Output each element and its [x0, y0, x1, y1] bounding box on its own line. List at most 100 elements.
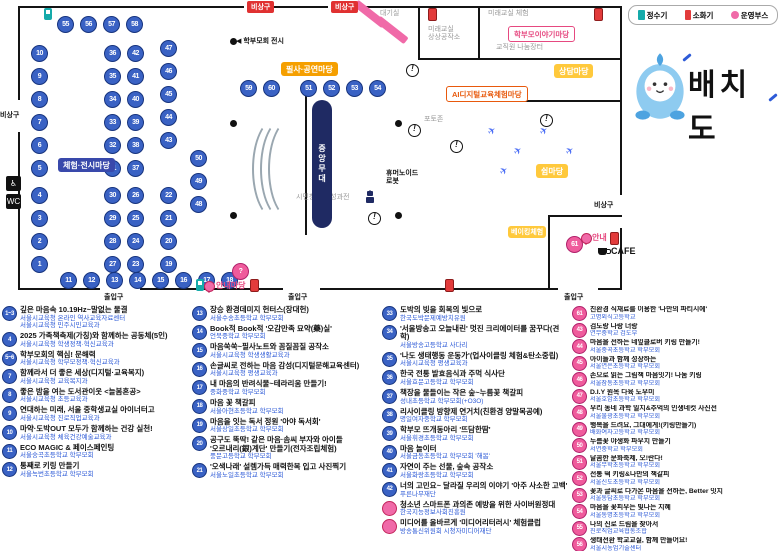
paper-plane-icon [512, 145, 525, 159]
booth-organization: 배화여자고등학교 학부모회 [590, 429, 661, 437]
booth-text: 2025 가족책축제(가칭)와 함께하는 공동체(5인) 서울시교육청 학생정책… [20, 331, 168, 348]
list-item: 37 책장을 물들이는 작은 숲~누름꽃 책갈피 성내초등학교 학부모회(+O3… [382, 388, 568, 405]
area-badge: AI디지털교육체험마당 [446, 86, 528, 102]
notice-marker-icon [408, 124, 421, 137]
booth-marker: 39 [127, 114, 144, 131]
booth-text: 함께라서 더 좋은 세상(디지털·교육복지) 서울시교육청 교육복지과 [20, 369, 144, 385]
legend-icon [684, 10, 691, 20]
booth-number-balloon: 5~6 [2, 350, 17, 366]
area-badge: 상담마당 [554, 64, 594, 78]
booth-title: 통째로 키링 만들기 [20, 461, 80, 471]
booth-marker: 24 [127, 233, 144, 250]
booth-marker: 45 [160, 86, 177, 103]
booth-marker: 20 [160, 233, 177, 250]
area-badge: 학부모이야기마당 [508, 26, 576, 42]
booth-title: 마음쑥쑥~필사노트와 꼼질꼼질 공작소 [210, 342, 329, 352]
booth-organization: 서울효문고등학교 학부모회 [400, 379, 474, 387]
booth-text: 학부모회의 핵심! 문해력 서울시교육청 학부모정책·혁신교육과 [20, 349, 120, 367]
page-title: 배치도 [688, 69, 752, 146]
booth-text: '서울방송고 오늘내린' 멋진 크리에이터를 꿈꾸다(견학) 서울방송고등학교 … [400, 324, 568, 350]
exit-label: 출입구 [288, 294, 308, 301]
wall [274, 6, 328, 8]
booth-marker: 44 [160, 109, 177, 126]
booth-marker: 13 [106, 272, 123, 289]
exit-label: 비상구 [594, 202, 614, 209]
list-item: 18 마음 꽃 책갈피 서울아현초등학교 학부모회 [192, 398, 378, 415]
booth-organization: 서울노일초등학교 학부모회 [210, 472, 284, 479]
booth-number-balloon: 55 [572, 520, 587, 536]
area-badge: 안내마당 [216, 281, 246, 290]
booth-organization: 서울시교육청 교육복지과 [20, 377, 88, 385]
booth-title: 마음을 잇는 독서 정원 '아야 독서회' [210, 416, 321, 426]
wall [548, 215, 622, 217]
booth-number-balloon: 40 [382, 444, 397, 460]
booth-organization: 서울시교육청 학생생활교육과 [210, 351, 290, 359]
booth-title: 청소년 스마트폰 과의존 예방을 위한 사이버원정대 [400, 499, 556, 509]
booth-number-balloon: 9 [2, 406, 17, 422]
booth-text: 도박의 빚을 회복의 빛으로 한국도박문제예방치유원 [400, 305, 482, 322]
booth-text: 마음을 잇는 독서 정원 '아야 독서회' 서울상일초등학교 학부모회 [210, 416, 321, 434]
booth-title: 자연이 주는 선물, 숲속 공작소 [400, 462, 494, 472]
booth-number-balloon: 33 [382, 306, 397, 321]
booth-organization: 명일여자중학교 학부모회 [400, 416, 468, 424]
booth-marker: 41 [127, 68, 144, 85]
booth-number-balloon: 53 [572, 487, 587, 503]
booth-marker: 52 [323, 80, 340, 97]
booth-text: 전통 떡 키링&나만의 책갈피 서울신도초등학교 학부모회 [590, 471, 669, 486]
list-item: 5~6 학부모회의 핵심! 문해력 서울시교육청 학부모정책·혁신교육과 [2, 349, 188, 367]
booth-marker: 35 [104, 68, 121, 85]
booth-marker: 2 [31, 233, 48, 250]
booth-number-balloon: 16 [192, 361, 207, 377]
booth-number-balloon: 37 [382, 389, 397, 404]
booth-organization: 풍문고등학교 학부모회 [210, 453, 272, 461]
booth-text: 마음쑥쑥~필사노트와 꼼질꼼질 공작소 서울시교육청 학생생활교육과 [210, 343, 329, 359]
legend-icon [730, 11, 739, 19]
booth-marker: 42 [127, 45, 144, 62]
room-label: 휴머노이드 로봇 [386, 170, 419, 186]
booth-title: '오색나래' 설렘가득 매력한복 입고 사진찍기 [210, 462, 347, 472]
legend-icon [637, 10, 645, 20]
booth-title: 공구도 뚝딱! 같은 마음·솜씨 부자와 아이들 '오르내리(銀)계단' 만들기… [210, 435, 343, 453]
mascot-character [630, 46, 690, 131]
list-item: 48 우리 동네 과학 일지&추억의 인생네컷 사진전 서울불광초등학교 학부모… [572, 405, 777, 420]
seating-arc [260, 118, 308, 220]
stage-ramp [375, 15, 409, 45]
booth-text: 아이들과 함께 성장하는 서울연은초등학교 학부모회 [590, 356, 660, 371]
booth-marker: 53 [346, 80, 363, 97]
booth-marker: 38 [127, 137, 144, 154]
list-item: 47 D.I.Y 원목 다육 도우미 서울호암초등학교 학부모회 [572, 388, 777, 404]
booth-number-balloon: 7 [2, 369, 17, 385]
exit-label: 출입구 [564, 294, 584, 301]
booth-text: 행복을 드려요, 그대에게!(키링만들기) 배화여자고등학교 학부모회 [590, 422, 696, 437]
booth-number-balloon: 47 [572, 388, 587, 404]
booth-organization: 서울금동초등학교 학부모회 '해봄' [400, 453, 490, 461]
booth-title: 학부모회의 핵심! 문해력 [20, 349, 96, 359]
booth-text: 한국 전통 발효음식과 주먹 식사단 서울효문고등학교 학부모회 [400, 370, 505, 386]
booth-marker: 57 [103, 16, 120, 33]
booth-text: D.I.Y 원목 다육 도우미 서울호암초등학교 학부모회 [590, 389, 660, 404]
booth-title: 생태전환 학교교실, 함께 만들어요! [590, 537, 688, 544]
booth-title: 검도랑 나랑 너랑 [590, 322, 638, 330]
pillar [395, 120, 402, 127]
booth-marker: 37 [127, 160, 144, 177]
pillar [230, 120, 237, 127]
booth-title: 마음을 꽃피우는 빛나는 지혜 [590, 504, 671, 511]
booth-text: 깊은 마음속 10.19Hz~말없는 물결 서울시교육청 온라인 역사교육자료센… [20, 305, 128, 330]
list-item: 54 마음을 꽃피우는 빛나는 지혜 서울동명초등학교 학부모회 [572, 504, 777, 519]
list-item: 12 통째로 키링 만들기 서울녹번초등학교 학부모회 [2, 462, 188, 478]
booth-number-balloon: 38 [382, 407, 397, 423]
wall [320, 288, 558, 290]
pillar [230, 212, 237, 219]
notice-marker-icon [368, 212, 381, 225]
wheelchair-icon: ♿ [6, 176, 21, 191]
booth-organization: 서울시교육청 온라인 역사교육자료센터 서울시교육청 민주시민교육과 [20, 314, 126, 330]
booth-number-balloon: 1~3 [2, 306, 17, 321]
booth-marker: 28 [104, 233, 121, 250]
list-item: 61 친환경 식재료를 이용한 '나만의 파티시에' 고명외식고등학교 [572, 306, 777, 321]
booth-organization: 서울시교육청 진로직업교육과 [20, 415, 100, 423]
booth-title: 행복을 드려요, 그대에게!(키링만들기) [590, 421, 697, 429]
pillar [230, 38, 237, 45]
booth-number-balloon: 45 [572, 355, 587, 371]
fire-extinguisher-icon [594, 8, 603, 21]
booth-marker: 14 [129, 272, 146, 289]
